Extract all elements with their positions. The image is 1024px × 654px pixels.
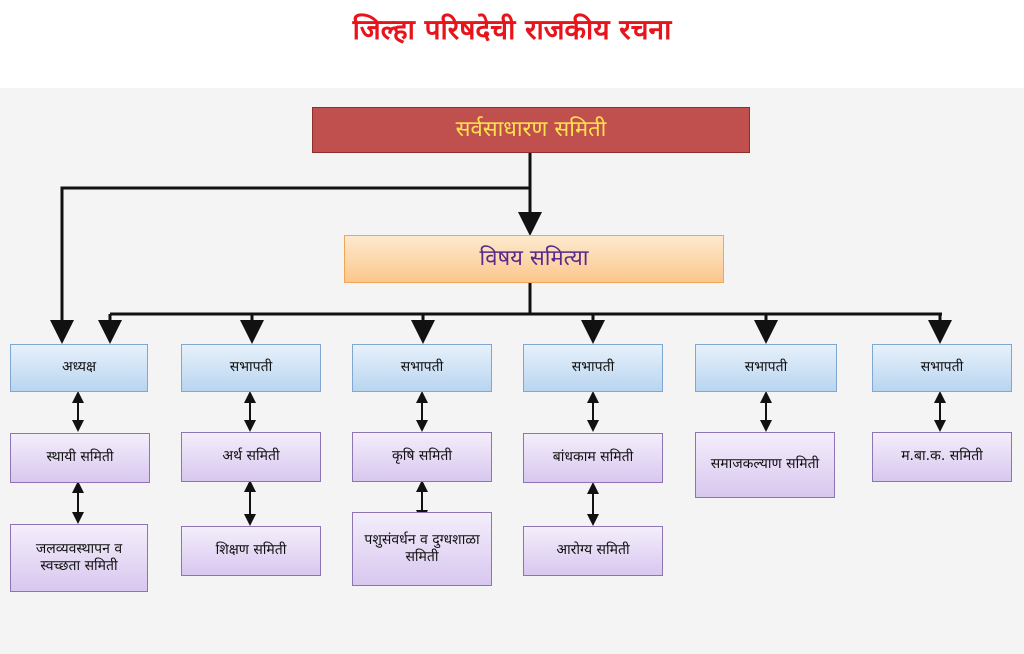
- org-chart-canvas: [0, 88, 1024, 654]
- committee-agriculture: कृषि समिती: [352, 432, 492, 482]
- committee-construction: बांधकाम समिती: [523, 433, 663, 483]
- role-box-president: अध्यक्ष: [10, 344, 148, 392]
- committee-health: आरोग्य समिती: [523, 526, 663, 576]
- role-box-chair-1: सभापती: [181, 344, 321, 392]
- role-box-chair-5: सभापती: [872, 344, 1012, 392]
- committee-education: शिक्षण समिती: [181, 526, 321, 576]
- committee-water-sanitation: जलव्यवस्थापन व स्वच्छता समिती: [10, 524, 148, 592]
- general-committee-box: सर्वसाधारण समिती: [312, 107, 750, 153]
- committee-animal-husbandry: पशुसंवर्धन व दुग्धशाळा समिती: [352, 512, 492, 586]
- page-title: जिल्हा परिषदेची राजकीय रचना: [352, 13, 672, 46]
- committee-social-welfare: समाजकल्याण समिती: [695, 432, 835, 498]
- committee-women-child: म.बा.क. समिती: [872, 432, 1012, 482]
- role-box-chair-2: सभापती: [352, 344, 492, 392]
- subject-committees-box: विषय समित्या: [344, 235, 724, 283]
- committee-standing: स्थायी समिती: [10, 433, 150, 483]
- role-box-chair-3: सभापती: [523, 344, 663, 392]
- committee-finance: अर्थ समिती: [181, 432, 321, 482]
- role-box-chair-4: सभापती: [695, 344, 837, 392]
